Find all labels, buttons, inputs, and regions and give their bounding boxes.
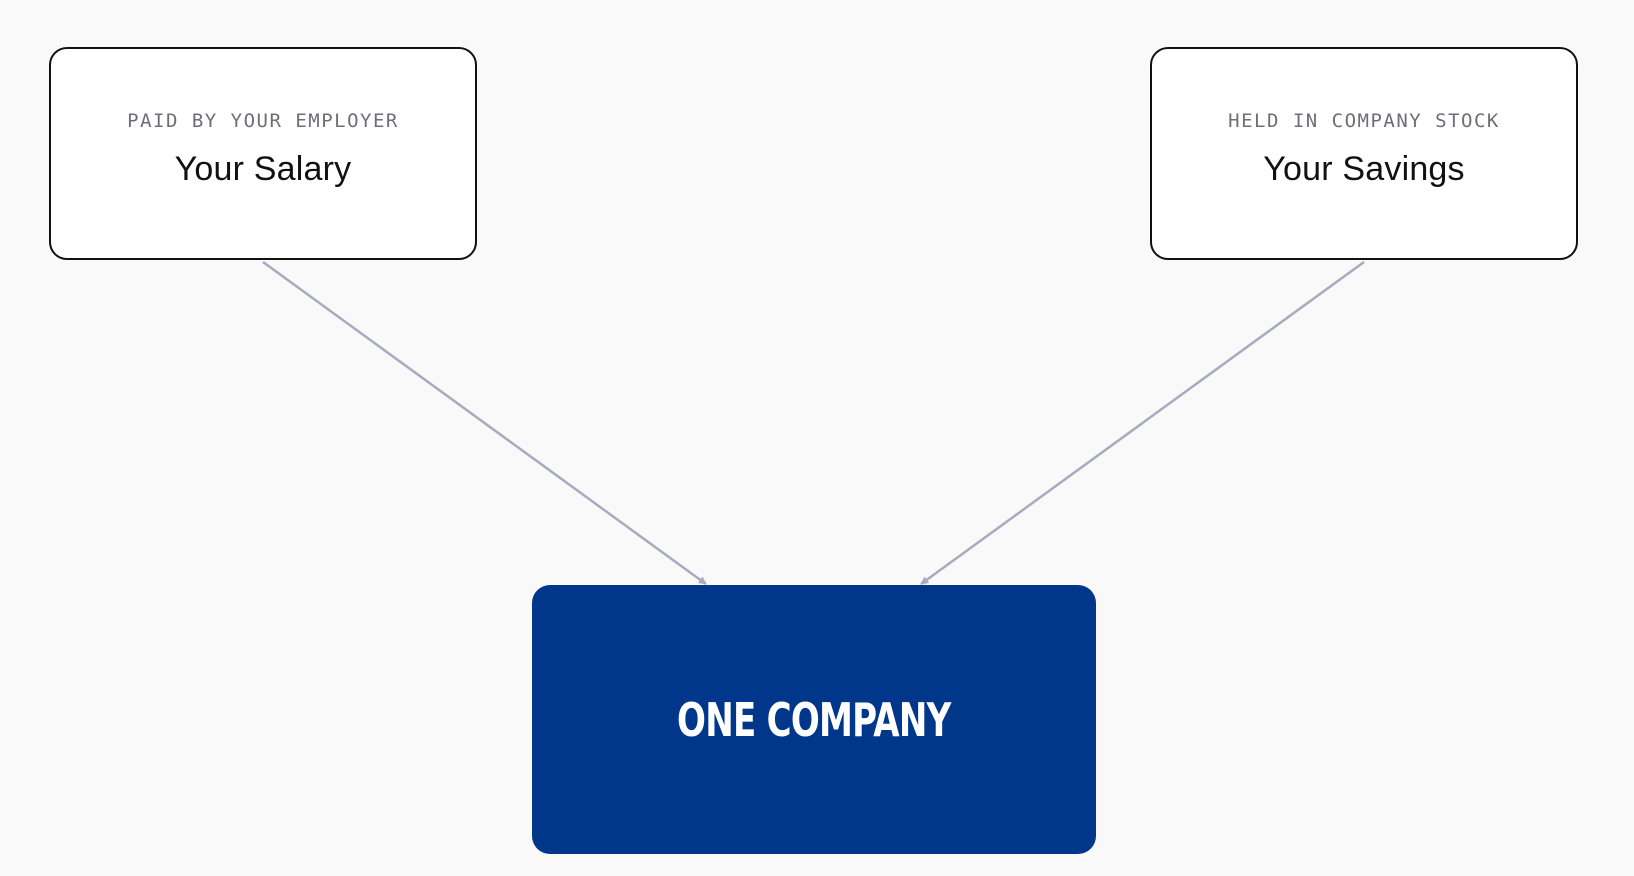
savings-node: HELD IN COMPANY STOCK Your Savings [1150,47,1578,260]
savings-node-caption: HELD IN COMPANY STOCK [1228,110,1500,132]
salary-node-title: Your Salary [174,150,352,188]
salary-to-company-arrow [262,260,707,586]
salary-node-caption: PAID BY YOUR EMPLOYER [127,110,399,132]
savings-to-company-arrow [920,260,1365,586]
salary-node: PAID BY YOUR EMPLOYER Your Salary [49,47,477,260]
savings-node-title: Your Savings [1263,150,1465,188]
company-node-title: ONE COMPANY [677,692,951,747]
company-node: ONE COMPANY [532,585,1096,854]
